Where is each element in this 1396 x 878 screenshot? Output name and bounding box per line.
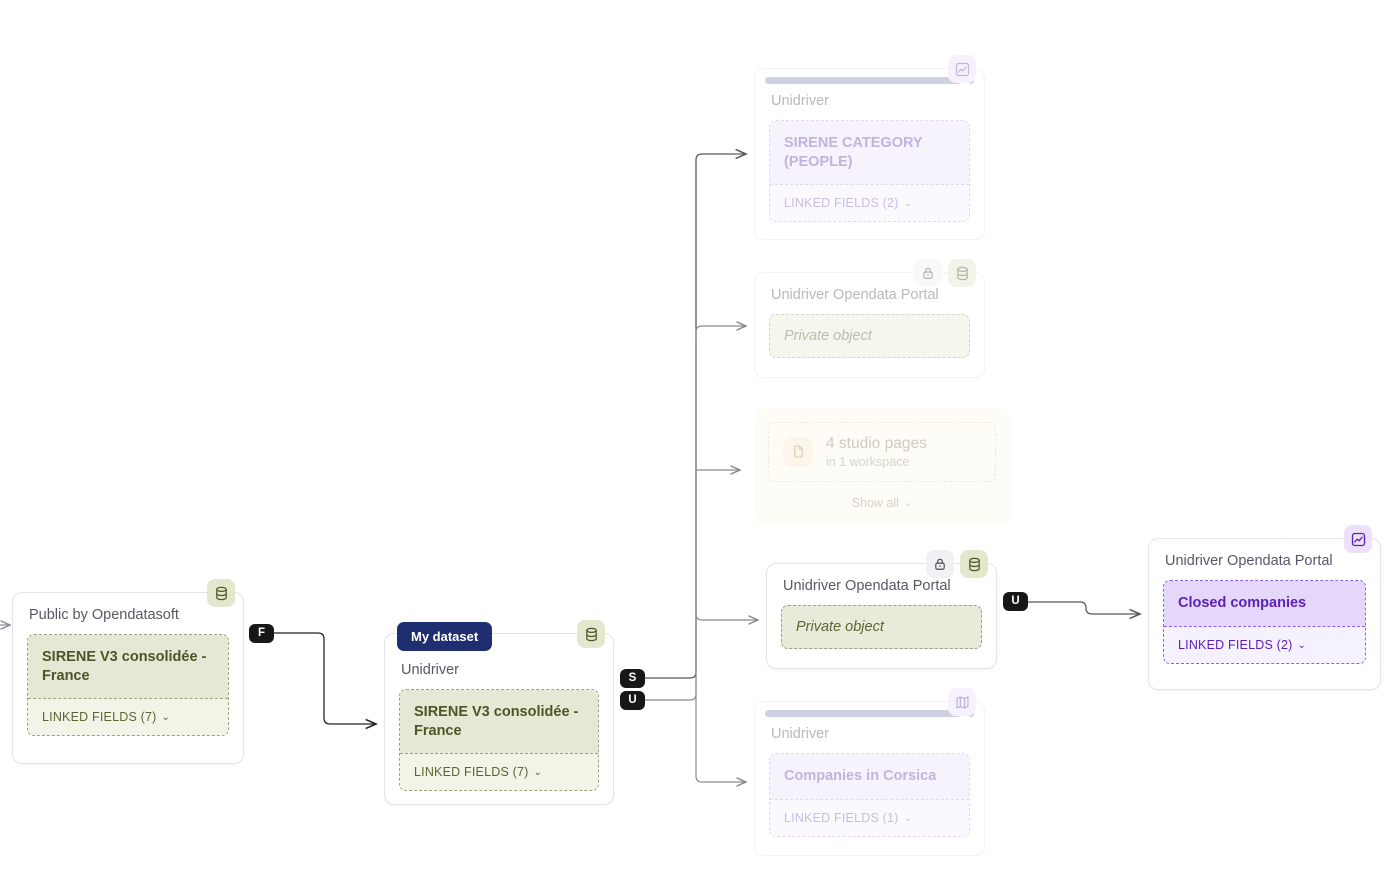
dataset-object[interactable]: SIRENE V3 consolidée - France LINKED FIE… — [399, 689, 599, 792]
show-all-button[interactable]: Show all ⌄ — [768, 496, 996, 510]
card-source-label: Unidriver — [771, 93, 830, 109]
dataset-title: SIRENE V3 consolidée - France — [28, 635, 228, 699]
card-studio-pages[interactable]: 4 studio pages in 1 workspace Show all ⌄ — [754, 408, 1010, 526]
private-object-block: Private object — [769, 314, 970, 359]
dataset-object[interactable]: SIRENE CATEGORY (PEOPLE) LINKED FIELDS (… — [769, 120, 970, 223]
card-source-label: Public by Opendatasoft — [29, 607, 179, 623]
card-companies-corsica[interactable]: Unidriver Companies in Corsica LINKED FI… — [754, 688, 985, 856]
linked-fields-label: LINKED FIELDS (2) — [784, 196, 899, 211]
card-badges — [914, 259, 976, 287]
dataset-title: Closed companies — [1164, 581, 1365, 626]
dataset-object[interactable]: SIRENE V3 consolidée - France LINKED FIE… — [27, 634, 229, 737]
dataset-title: SIRENE CATEGORY (PEOPLE) — [770, 121, 969, 185]
chevron-down-icon: ⌄ — [903, 497, 913, 509]
database-icon[interactable] — [207, 579, 235, 607]
dataset-object[interactable]: Companies in Corsica LINKED FIELDS (1) ⌄ — [769, 753, 970, 837]
progress-dot — [968, 77, 974, 84]
edge-label-u-right[interactable]: U — [1003, 592, 1028, 611]
card-portal-private-mid[interactable]: Unidriver Opendata Portal Private object — [766, 550, 997, 669]
chart-icon[interactable] — [948, 55, 976, 83]
edge-label-u-left[interactable]: U — [620, 691, 645, 710]
progress-bar — [765, 77, 974, 84]
page-icon — [783, 436, 813, 467]
database-icon[interactable] — [948, 259, 976, 287]
card-badges — [948, 55, 976, 83]
card-portal-private-top[interactable]: Unidriver Opendata Portal Private object — [754, 259, 985, 378]
dataset-title: SIRENE V3 consolidée - France — [400, 690, 598, 754]
progress-track — [765, 77, 962, 84]
lock-icon[interactable] — [926, 550, 954, 578]
lock-icon[interactable] — [914, 259, 942, 287]
linked-fields-toggle[interactable]: LINKED FIELDS (1) ⌄ — [770, 798, 969, 836]
card-badges — [1344, 525, 1372, 553]
progress-bar — [765, 710, 974, 717]
show-all-label: Show all — [851, 495, 899, 510]
chevron-down-icon: ⌄ — [161, 712, 171, 724]
linked-fields-toggle[interactable]: LINKED FIELDS (7) ⌄ — [28, 698, 228, 736]
private-object-block: Private object — [781, 605, 982, 650]
linked-fields-toggle[interactable]: LINKED FIELDS (2) ⌄ — [770, 184, 969, 222]
my-dataset-pill[interactable]: My dataset — [397, 622, 493, 651]
linked-fields-toggle[interactable]: LINKED FIELDS (7) ⌄ — [400, 753, 598, 791]
linked-fields-toggle[interactable]: LINKED FIELDS (2) ⌄ — [1164, 625, 1365, 663]
dataset-object[interactable]: Closed companies LINKED FIELDS (2) ⌄ — [1163, 580, 1366, 664]
linked-fields-label: LINKED FIELDS (7) — [42, 710, 157, 725]
database-icon[interactable] — [577, 620, 605, 648]
studio-pages-subtitle: in 1 workspace — [826, 454, 910, 469]
card-my-dataset[interactable]: My dataset Unidriver SIRENE V3 consolidé… — [384, 620, 614, 805]
card-source-label: Unidriver Opendata Portal — [1165, 553, 1333, 569]
studio-pages-title: 4 studio pages — [826, 435, 927, 452]
progress-track — [765, 710, 962, 717]
chart-icon[interactable] — [1344, 525, 1372, 553]
progress-dot — [968, 710, 974, 717]
edge-label-s[interactable]: S — [620, 669, 645, 688]
linked-fields-label: LINKED FIELDS (1) — [784, 810, 899, 825]
card-badges — [948, 688, 976, 716]
card-badges — [207, 579, 235, 607]
card-source-label: Unidriver — [771, 726, 830, 742]
card-sirene-category[interactable]: Unidriver SIRENE CATEGORY (PEOPLE) LINKE… — [754, 55, 985, 240]
linked-fields-label: LINKED FIELDS (2) — [1178, 637, 1293, 652]
chevron-down-icon: ⌄ — [533, 767, 543, 779]
edge-label-f[interactable]: F — [249, 624, 274, 643]
dataset-title: Companies in Corsica — [770, 754, 969, 799]
map-icon[interactable] — [948, 688, 976, 716]
card-source-label: Unidriver — [401, 662, 460, 678]
card-closed-companies[interactable]: Unidriver Opendata Portal Closed compani… — [1148, 525, 1381, 690]
card-badges — [926, 550, 988, 578]
linked-fields-label: LINKED FIELDS (7) — [414, 765, 529, 780]
chevron-down-icon: ⌄ — [1297, 639, 1307, 651]
card-source-label: Unidriver Opendata Portal — [783, 578, 951, 594]
card-badges — [577, 620, 605, 648]
studio-pages-box[interactable]: 4 studio pages in 1 workspace — [768, 422, 996, 482]
card-source-label: Unidriver Opendata Portal — [771, 287, 939, 303]
chevron-down-icon: ⌄ — [903, 198, 913, 210]
chevron-down-icon: ⌄ — [903, 812, 913, 824]
card-public-opendatasoft[interactable]: Public by Opendatasoft SIRENE V3 consoli… — [12, 579, 244, 764]
database-icon[interactable] — [960, 550, 988, 578]
